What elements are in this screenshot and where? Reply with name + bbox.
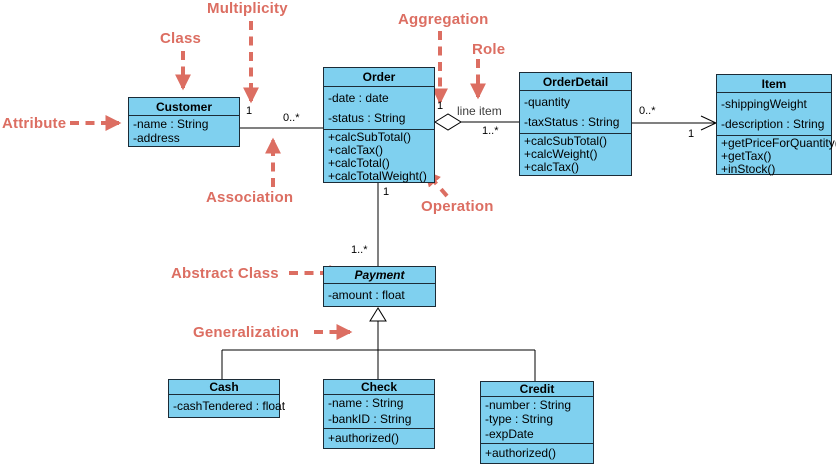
orderdetail-attribute: -taxStatus : String [524, 114, 620, 129]
role-label-line-item: line item [457, 104, 502, 118]
annotation-attribute: Attribute [2, 115, 67, 132]
class-check-title: Check [324, 380, 434, 395]
annotation-operation: Operation [421, 198, 494, 215]
payment-attribute: -amount : float [328, 287, 405, 302]
multiplicity-customer-end: 1 [246, 105, 253, 117]
item-operation: +inStock() [721, 162, 776, 176]
class-customer-title: Customer [129, 98, 239, 116]
order-attribute: -date : date [328, 90, 389, 105]
class-credit[interactable]: Credit -number : String -type : String -… [480, 381, 594, 464]
annotation-class: Class [160, 30, 202, 47]
class-item-title: Item [717, 75, 831, 93]
order-operation: +calcTax() [328, 143, 384, 157]
check-operation: +authorized() [328, 431, 400, 445]
multiplicity-orderdetail-end: 0..* [639, 105, 656, 117]
item-operation: +getPriceForQuantity() [721, 136, 836, 150]
orderdetail-operation: +calcSubTotal() [524, 134, 608, 148]
annotation-multiplicity: Multiplicity [207, 0, 288, 17]
multiplicity-order-payment-target: 1..* [351, 244, 368, 256]
customer-attribute: -address [133, 130, 180, 145]
class-cash-title: Cash [169, 380, 279, 395]
order-attribute: -status : String [328, 110, 406, 125]
class-item[interactable]: Item -shippingWeight -description : Stri… [716, 74, 836, 176]
class-payment[interactable]: Payment -amount : float [323, 266, 436, 307]
order-operation: +calcSubTotal() [328, 130, 412, 144]
order-operation: +calcTotalWeight() [328, 169, 427, 183]
multiplicity-aggregation-source: 1 [437, 100, 444, 112]
multiplicity-aggregation-target: 1..* [482, 125, 499, 137]
class-cash[interactable]: Cash -cashTendered : float [168, 379, 286, 418]
class-payment-title: Payment [324, 267, 435, 284]
annotation-role: Role [472, 41, 506, 58]
class-check[interactable]: Check -name : String -bankID : String +a… [323, 379, 435, 449]
order-operation: +calcTotal() [328, 156, 390, 170]
item-attribute: -shippingWeight [721, 96, 807, 111]
operation-annotation-arrow [424, 170, 449, 198]
annotation-aggregation: Aggregation [398, 11, 489, 28]
credit-attribute: -expDate [485, 427, 534, 442]
cash-attribute: -cashTendered : float [173, 398, 286, 413]
annotation-association: Association [206, 189, 294, 206]
class-order[interactable]: Order -date : date -status : String +cal… [323, 67, 435, 183]
orderdetail-operation: +calcTax() [524, 160, 580, 174]
multiplicity-order-end: 0..* [283, 112, 300, 124]
orderdetail-operation: +calcWeight() [524, 147, 598, 161]
class-credit-title: Credit [481, 382, 593, 397]
class-customer[interactable]: Customer -name : String -address [128, 97, 240, 147]
class-order-title: Order [324, 68, 434, 87]
generalization-triangle [369, 307, 387, 322]
credit-attribute: -number : String [485, 397, 572, 412]
check-attribute: -bankID : String [328, 411, 412, 426]
annotation-abstract-class: Abstract Class [171, 265, 279, 282]
check-attribute: -name : String [328, 396, 404, 411]
annotation-generalization: Generalization [193, 324, 300, 341]
multiplicity-order-payment-source: 1 [383, 186, 390, 198]
credit-attribute: -type : String [485, 412, 554, 427]
multiplicity-item-end: 1 [688, 128, 695, 140]
class-orderdetail-title: OrderDetail [520, 73, 631, 91]
item-operation: +getTax() [721, 149, 772, 163]
aggregation-diamond [434, 113, 462, 131]
credit-operation: +authorized() [485, 446, 557, 460]
item-attribute: -description : String [721, 116, 825, 131]
orderdetail-attribute: -quantity [524, 94, 571, 109]
customer-attribute: -name : String [133, 116, 209, 131]
class-orderdetail[interactable]: OrderDetail -quantity -taxStatus : Strin… [519, 72, 632, 176]
